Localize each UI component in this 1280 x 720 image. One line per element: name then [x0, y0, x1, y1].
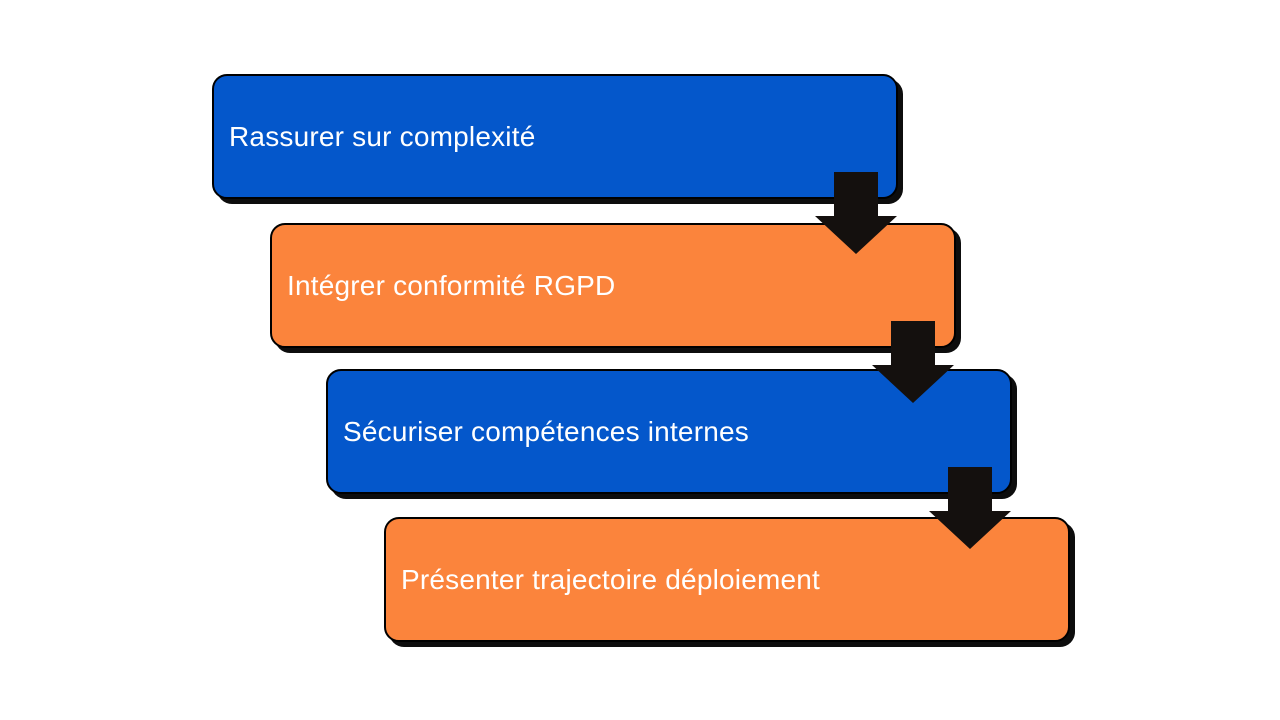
process-step-box-2[interactable]: Intégrer conformité RGPD	[270, 223, 956, 348]
process-step-box-1[interactable]: Rassurer sur complexité	[212, 74, 898, 199]
process-step-box-4[interactable]: Présenter trajectoire déploiement	[384, 517, 1070, 642]
process-step-label-3: Sécuriser compétences internes	[343, 415, 749, 447]
process-step-label-1: Rassurer sur complexité	[229, 120, 536, 152]
process-step-label-4: Présenter trajectoire déploiement	[401, 563, 821, 595]
process-step-label-2: Intégrer conformité RGPD	[287, 269, 616, 301]
process-step-box-3[interactable]: Sécuriser compétences internes	[326, 369, 1012, 494]
